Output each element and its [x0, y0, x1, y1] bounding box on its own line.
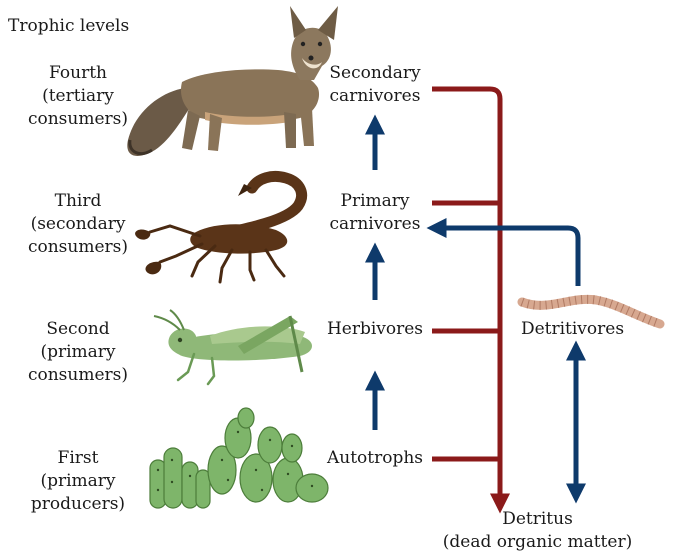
level-second-line-3: consumers)	[27, 365, 129, 385]
role-herbivores-line-1: Herbivores	[326, 319, 424, 339]
fox-body	[180, 69, 320, 123]
level-first-label: First (primary producers)	[3, 447, 153, 516]
level-third-line-3: consumers)	[27, 237, 129, 257]
level-fourth-label: Fourth (tertiary consumers)	[3, 62, 153, 131]
level-third-line-2: (secondary	[30, 214, 126, 234]
role-detritus: Detritus (dead organic matter)	[430, 508, 645, 554]
flow-secondary-to-detritus	[432, 86, 510, 514]
role-autotrophs: Autotrophs	[295, 447, 455, 470]
fox-leg	[300, 108, 314, 146]
level-first-line-3: producers)	[30, 494, 126, 514]
worm-illustration	[517, 294, 665, 329]
level-first-line-2: (primary	[40, 471, 116, 491]
fox-leg	[182, 110, 200, 150]
level-fourth-line-1: Fourth	[49, 63, 107, 83]
role-detritivores-line-1: Detritivores	[520, 319, 625, 339]
role-detritivores: Detritivores	[510, 318, 635, 341]
arrow-detritivores-to-primary	[426, 218, 581, 286]
fox-head	[291, 27, 331, 80]
scorpion-claw	[145, 261, 162, 275]
level-fourth-line-2: (tertiary	[42, 86, 114, 106]
level-third-line-1: Third	[54, 191, 102, 211]
cactus-illustration	[149, 407, 329, 509]
fox-leg	[284, 112, 296, 148]
diagram-title: Trophic levels	[8, 16, 130, 36]
level-second-label: Second (primary consumers)	[3, 318, 153, 387]
role-detritus-line-2: (dead organic matter)	[442, 532, 633, 552]
fox-tail	[127, 88, 192, 156]
role-primary-carnivores-line-1: Primary	[340, 191, 410, 211]
role-secondary-carnivores: Secondary carnivores	[295, 62, 455, 108]
grasshopper-hind-leg	[238, 316, 298, 354]
grasshopper-illustration	[153, 309, 312, 386]
level-second-line-1: Second	[46, 319, 110, 339]
cactus-spines	[156, 430, 314, 492]
scorpion-body	[190, 224, 288, 254]
role-herbivores: Herbivores	[295, 318, 455, 341]
level-fourth-line-3: consumers)	[27, 109, 129, 129]
role-autotrophs-line-1: Autotrophs	[326, 448, 424, 468]
scorpion-claw	[135, 229, 151, 240]
fox-ear	[318, 6, 338, 40]
role-secondary-carnivores-line-2: carnivores	[329, 86, 421, 106]
level-second-line-2: (primary	[40, 342, 116, 362]
level-first-line-1: First	[57, 448, 99, 468]
fox-ear	[290, 6, 306, 38]
role-primary-carnivores-line-2: carnivores	[329, 214, 421, 234]
detritus-flow-lines	[432, 86, 510, 514]
energy-arrows	[365, 114, 586, 504]
fox-illustration	[127, 6, 338, 156]
role-secondary-carnivores-line-1: Secondary	[329, 63, 421, 83]
level-third-label: Third (secondary consumers)	[3, 190, 153, 259]
role-primary-carnivores: Primary carnivores	[295, 190, 455, 236]
role-detritus-line-1: Detritus	[502, 509, 573, 529]
fox-leg	[208, 114, 222, 151]
scorpion-illustration	[135, 170, 307, 284]
grasshopper-head	[168, 328, 197, 355]
